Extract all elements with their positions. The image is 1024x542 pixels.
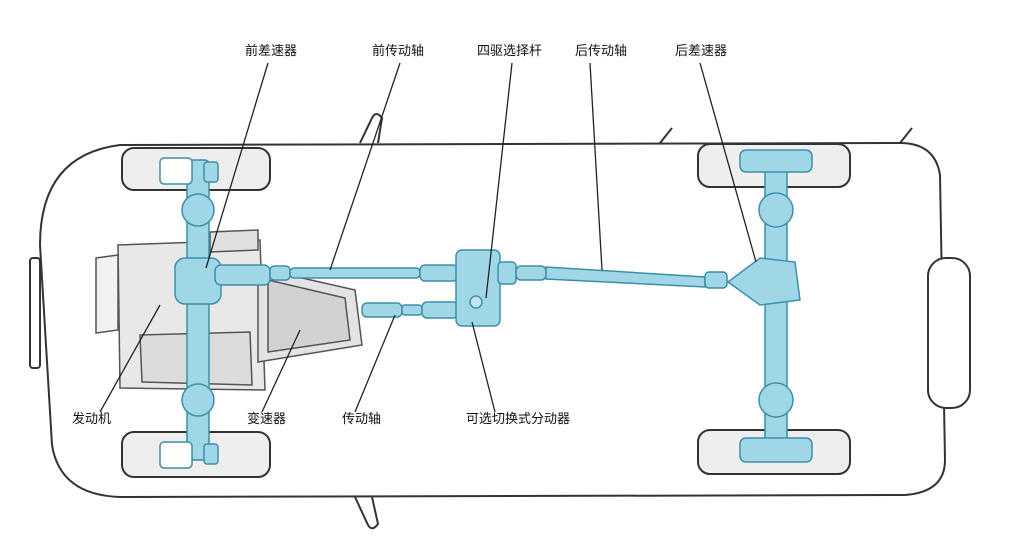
label-drive-shaft: 传动轴 bbox=[342, 412, 382, 427]
leader-gearbox bbox=[261, 329, 301, 413]
leader-front-diff bbox=[205, 62, 269, 269]
label-engine: 发动机 bbox=[72, 412, 112, 427]
engine-block bbox=[95, 229, 266, 391]
label-transfer-case: 可选切换式分动器 bbox=[466, 412, 571, 427]
leader-rear-shaft bbox=[589, 62, 603, 271]
leader-rear-diff bbox=[699, 62, 757, 263]
leader-transfer-case bbox=[471, 321, 496, 413]
leader-drive-shaft bbox=[354, 314, 396, 413]
label-front-drive-shaft: 前传动轴 bbox=[372, 44, 425, 59]
label-gearbox: 变速器 bbox=[247, 412, 287, 427]
gearbox bbox=[257, 267, 363, 363]
leader-front-shaft bbox=[329, 62, 401, 271]
leader-engine bbox=[99, 304, 161, 413]
transfer-case bbox=[455, 249, 517, 327]
label-rear-drive-shaft: 后传动轴 bbox=[575, 44, 628, 59]
vehicle-body-outline bbox=[29, 113, 971, 530]
rear-axle bbox=[726, 149, 813, 463]
front-drive-shaft bbox=[214, 264, 459, 286]
rear-drive-shaft bbox=[515, 265, 728, 289]
label-rear-differential: 后差速器 bbox=[675, 44, 728, 59]
label-4wd-selector-lever: 四驱选择杆 bbox=[477, 44, 543, 59]
transmission-output-shaft bbox=[361, 301, 459, 319]
leader-lines bbox=[99, 62, 757, 413]
label-front-differential: 前差速器 bbox=[245, 44, 298, 59]
leader-selector bbox=[485, 62, 513, 299]
front-axle bbox=[159, 157, 222, 469]
